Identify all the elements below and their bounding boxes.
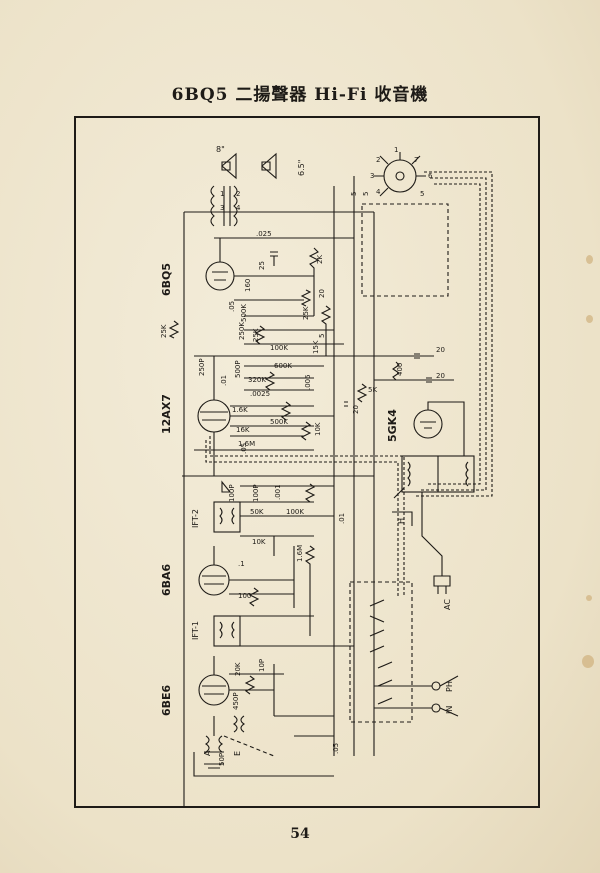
- component-value: 5: [318, 334, 326, 338]
- component-value: 100P: [252, 484, 260, 502]
- switch-terminal: 4: [376, 188, 381, 196]
- ift-2-transformer: [213, 501, 241, 533]
- tube-6be6-envelope: [198, 674, 230, 706]
- component-value: .01: [220, 375, 228, 386]
- component-value: 50P: [218, 753, 226, 766]
- component-value: .05: [332, 743, 340, 754]
- component-value: 320K: [248, 376, 266, 384]
- tube-label-6be6: 6BE6: [160, 684, 173, 716]
- switch-terminal: 3: [370, 172, 374, 180]
- speaker-8-icon: [221, 152, 237, 180]
- component-value: 160: [244, 279, 252, 292]
- transformer-terminal: 1: [220, 190, 224, 198]
- component-value: 15K: [312, 340, 320, 354]
- component-value: 500K: [270, 418, 288, 426]
- component-value: 500K: [240, 304, 248, 322]
- switch-terminal: 6: [428, 172, 433, 180]
- component-value: 5: [362, 192, 370, 196]
- component-value: 1.6M: [296, 545, 304, 562]
- label-in: IN: [445, 706, 454, 714]
- page-number: 54: [290, 826, 310, 842]
- switch-terminal: 2: [376, 156, 380, 164]
- component-value: 1.6M: [238, 440, 255, 448]
- transformer-terminal: 2: [236, 190, 240, 198]
- component-value: 25K: [302, 306, 310, 320]
- component-value: 100K: [270, 344, 288, 352]
- transformer-terminal: 3: [220, 204, 224, 212]
- tube-5gk4-envelope: [413, 409, 443, 439]
- schematic-diagram: 6BQ5 12AX7 6BA6 6BE6 5GK4 8" 6.5" IFT-2 …: [160, 145, 493, 808]
- component-value: 16K: [236, 426, 250, 434]
- tube-label-6bq5: 6BQ5: [160, 263, 173, 296]
- stain: [586, 595, 592, 601]
- component-value: 100P: [228, 484, 236, 502]
- output-transformer: [210, 185, 238, 227]
- component-value: 600K: [274, 362, 292, 370]
- label-earth: E: [233, 751, 242, 756]
- label-ph: PH: [445, 681, 454, 692]
- tube-6bq5-envelope: [205, 261, 235, 291]
- bandswitch-box-top: [361, 203, 449, 297]
- switch-terminal: 5: [420, 190, 424, 198]
- component-value: 250P: [198, 358, 206, 376]
- component-value: 5: [350, 192, 358, 196]
- component-value: .025: [256, 230, 272, 238]
- stain: [586, 255, 593, 264]
- label-h: H: [397, 518, 406, 524]
- label-ac: AC: [443, 599, 452, 610]
- label-speaker-8: 8": [216, 145, 225, 154]
- component-value: 20: [352, 405, 360, 414]
- component-value: .0025: [250, 390, 270, 398]
- component-value: 20: [436, 372, 445, 380]
- component-value: 500P: [234, 360, 242, 378]
- component-value: 400: [396, 363, 404, 376]
- component-value: .1: [238, 560, 245, 568]
- label-antenna: A: [203, 750, 212, 756]
- switch-terminal: 1: [394, 146, 398, 154]
- stain: [586, 315, 593, 323]
- tube-label-5gk4: 5GK4: [386, 409, 399, 442]
- component-value: 10K: [314, 422, 322, 436]
- rotary-switch-icon: [383, 159, 417, 193]
- tube-6ba6-envelope: [198, 564, 230, 596]
- component-value: 100K: [286, 508, 304, 516]
- switch-terminal: 7: [414, 156, 418, 164]
- component-value: 25K: [252, 328, 260, 342]
- component-value: 5K: [368, 386, 377, 394]
- label-ift-2: IFT-2: [191, 509, 200, 528]
- stain: [582, 655, 594, 668]
- component-value: 450P: [232, 692, 240, 710]
- jack-in-icon: [431, 703, 441, 713]
- component-value: 250K: [238, 322, 246, 340]
- label-ift-1: IFT-1: [191, 621, 200, 640]
- transformer-terminal: 4: [236, 204, 241, 212]
- component-value: 2K: [316, 255, 324, 264]
- component-value: 25: [258, 261, 266, 270]
- jack-ph-icon: [431, 681, 441, 691]
- component-value: 10K: [252, 538, 266, 546]
- label-speaker-65: 6.5": [297, 160, 306, 176]
- component-value: .05: [228, 301, 236, 312]
- component-value: 25K: [160, 324, 168, 338]
- bandswitch-box-bottom: [349, 581, 413, 723]
- component-value: 20: [318, 289, 326, 298]
- diagram-frame: [74, 116, 540, 808]
- page-title: 6BQ5 二揚聲器 Hi-Fi 收音機: [171, 85, 429, 105]
- component-value: 20K: [234, 662, 242, 676]
- tube-12ax7-envelope: [197, 399, 231, 433]
- component-value: .01: [338, 513, 346, 524]
- component-value: .05: [240, 443, 248, 454]
- ift-1-transformer: [213, 615, 241, 647]
- component-value: .001: [274, 484, 282, 500]
- component-value: 100: [238, 592, 251, 600]
- speaker-65-icon: [261, 152, 277, 180]
- component-value: 50K: [250, 508, 264, 516]
- component-value: 20: [436, 346, 445, 354]
- tube-label-12ax7: 12AX7: [160, 394, 173, 434]
- component-value: .005: [304, 374, 312, 390]
- component-value: 10P: [258, 659, 266, 672]
- tube-label-6ba6: 6BA6: [160, 563, 173, 596]
- component-value: 1.6K: [232, 406, 248, 414]
